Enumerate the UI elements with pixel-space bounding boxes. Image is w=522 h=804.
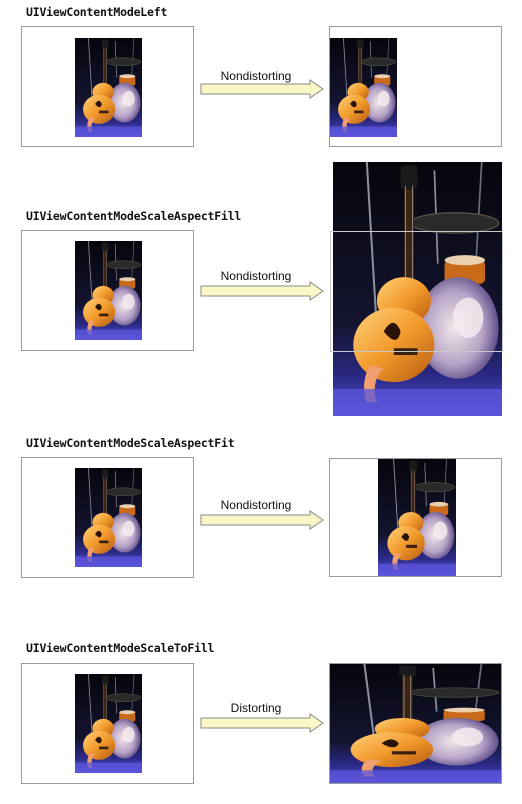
transition-label: Nondistorting (220, 269, 292, 283)
mode-label-left: UIViewContentModeLeft (26, 5, 168, 19)
transition-label: Nondistorting (220, 69, 292, 83)
mode-label-scale-to-fill: UIViewContentModeScaleToFill (26, 641, 215, 655)
right-arrow-icon (200, 281, 324, 301)
transition-label: Nondistorting (220, 498, 292, 512)
right-arrow-icon (200, 79, 324, 99)
right-arrow-icon (200, 713, 324, 733)
guitar-photo-stretched (330, 664, 502, 783)
guitar-photo (75, 674, 142, 773)
guitar-photo (75, 241, 142, 340)
right-arrow-icon (200, 510, 324, 530)
mode-label-aspect-fill: UIViewContentModeScaleAspectFill (26, 209, 242, 223)
mode-label-aspect-fit: UIViewContentModeScaleAspectFit (26, 436, 235, 450)
guitar-photo-scaled (333, 162, 502, 416)
guitar-photo (75, 468, 142, 567)
guitar-photo (75, 38, 142, 137)
guitar-photo (330, 38, 397, 137)
transition-label: Distorting (230, 701, 282, 715)
guitar-photo-fit (378, 459, 456, 576)
